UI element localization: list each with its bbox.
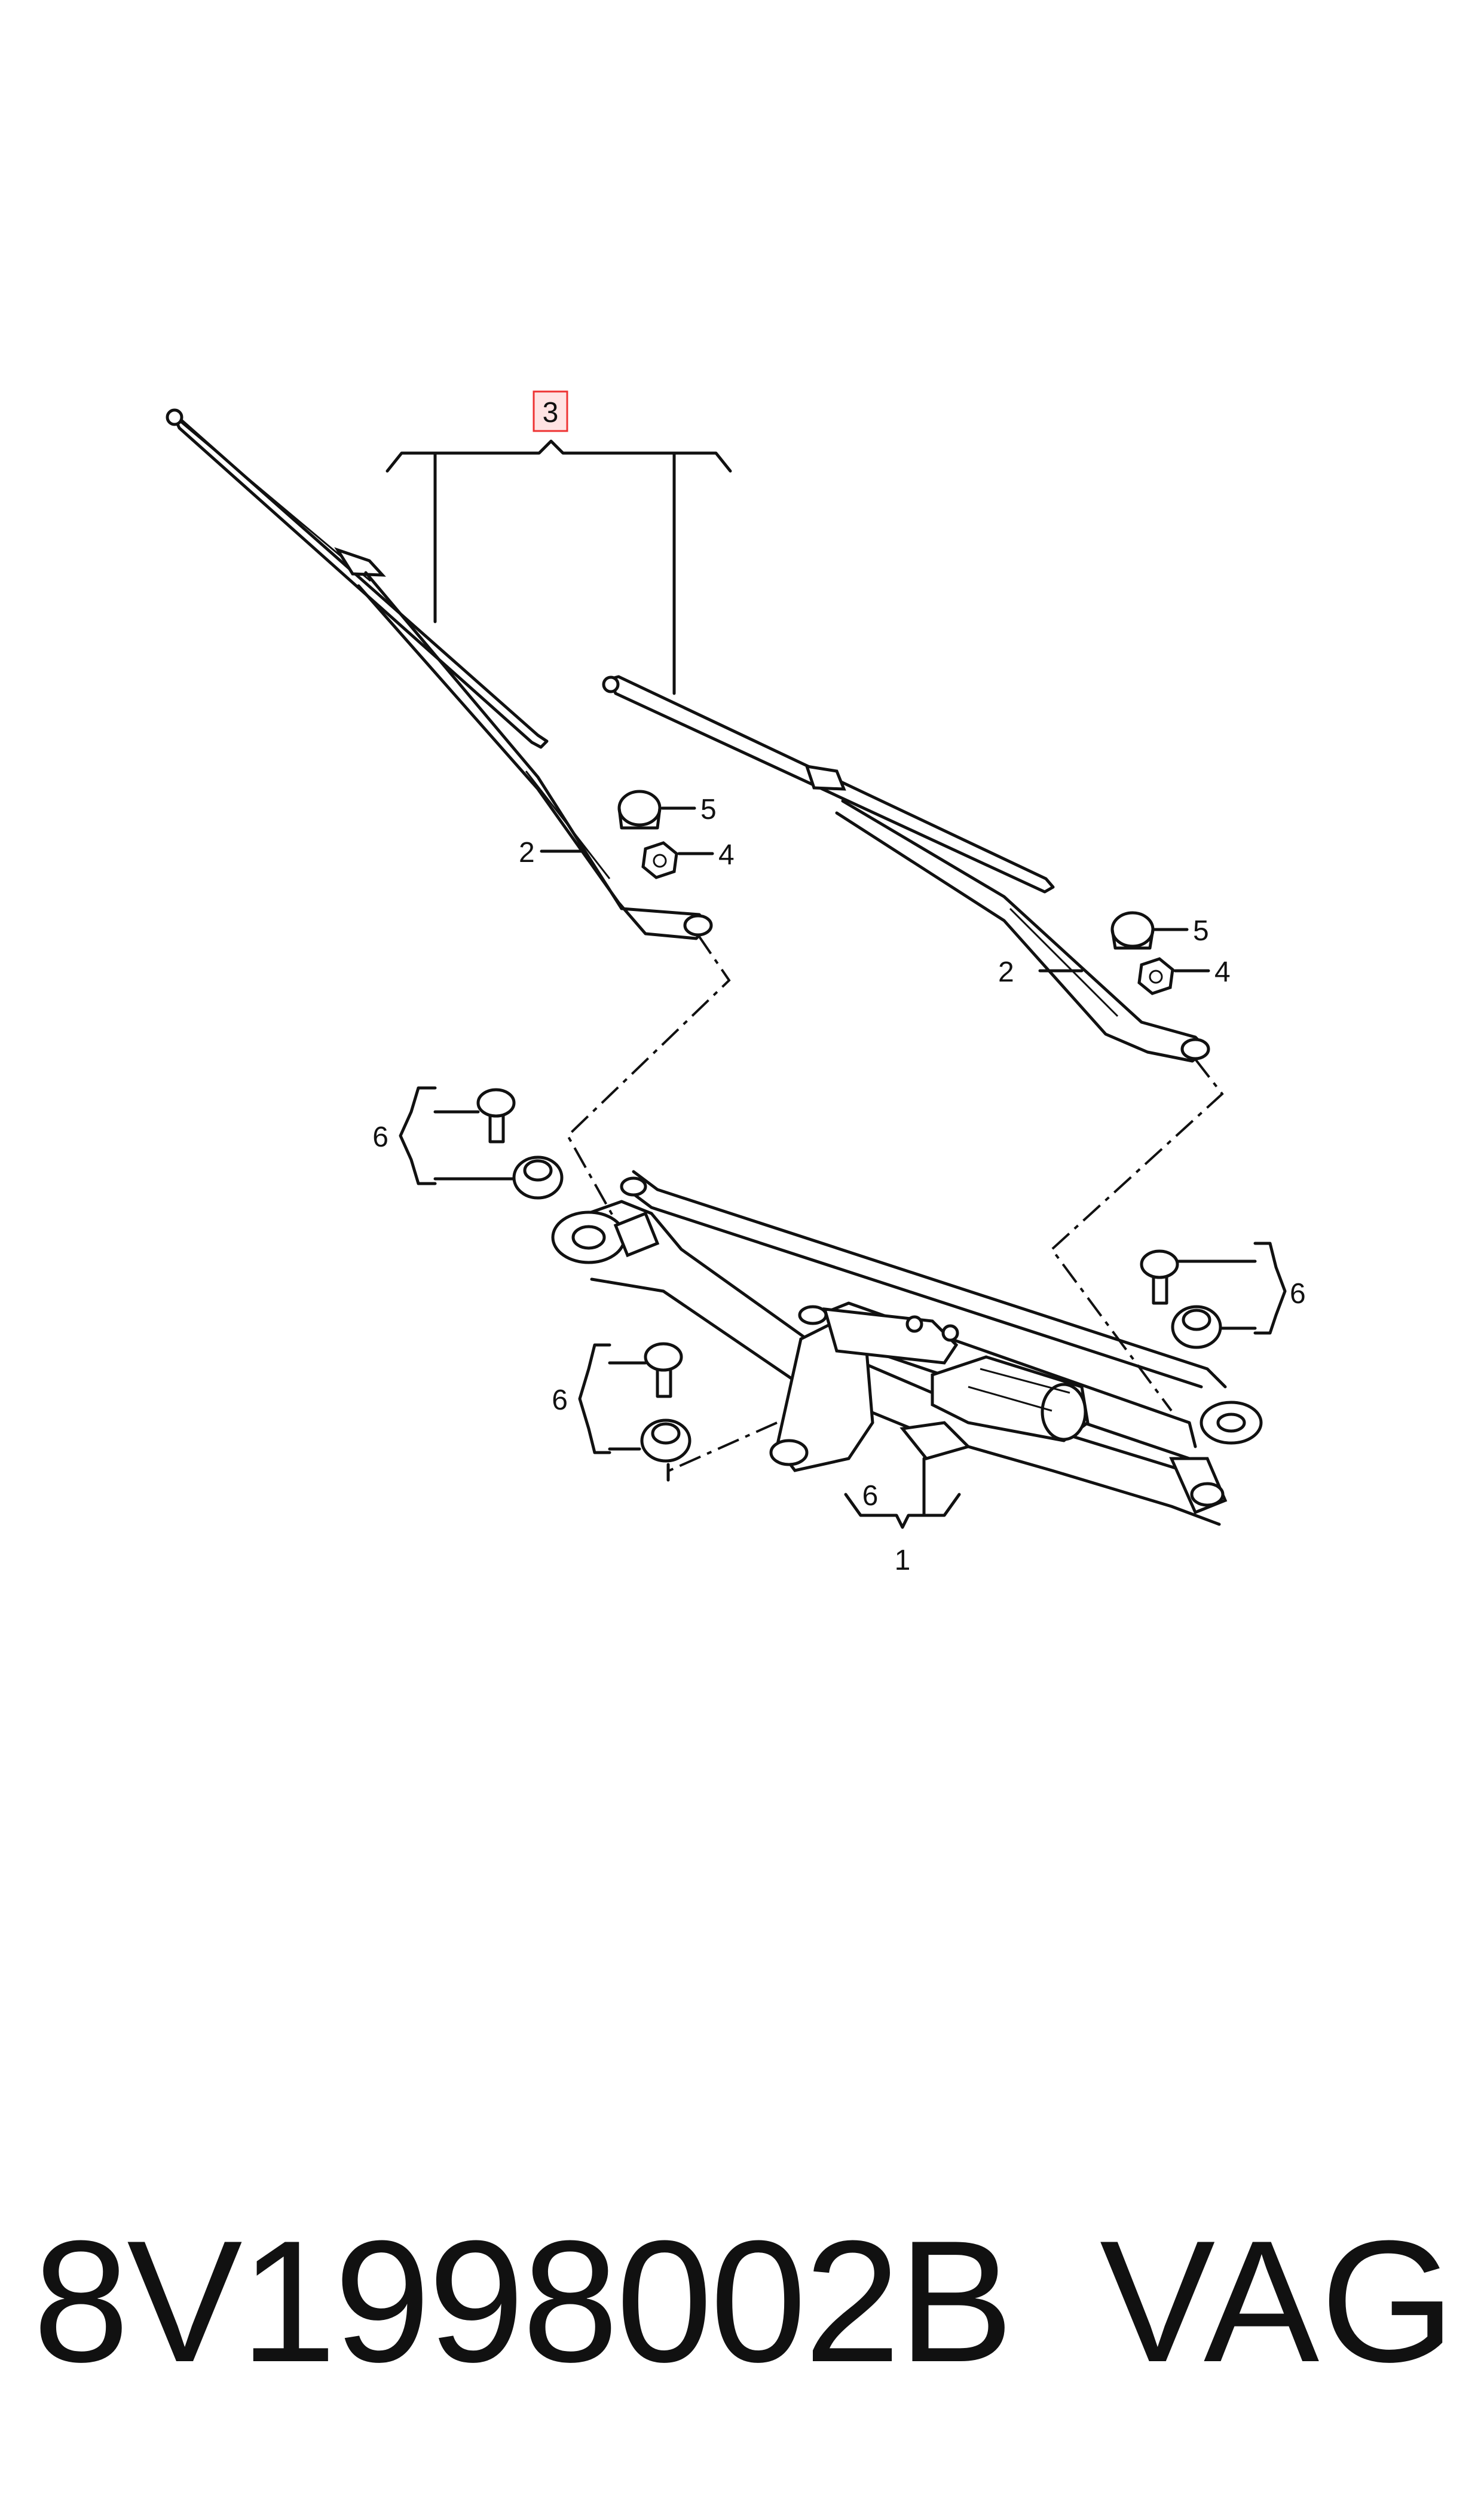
left-nut <box>641 841 678 879</box>
callout-3-label: 3 <box>543 397 559 429</box>
linkage-tube-bottom <box>590 1277 1221 1526</box>
callout-1: 1 <box>895 1545 911 1576</box>
left-wiper-arm <box>166 408 713 940</box>
callout-6-bottom: 6 <box>862 1480 879 1512</box>
mount-set-right: 6 <box>1140 1242 1306 1349</box>
wiper-linkage-motor: 1 6 <box>551 1170 1263 1576</box>
connecting-rod-upper <box>632 1170 1227 1389</box>
callout-6-left-lower: 6 <box>552 1384 568 1416</box>
motor-end-cap <box>1041 1383 1087 1441</box>
callout-2-right: 2 <box>998 956 1014 988</box>
callout-6-left-upper: 6 <box>372 1121 388 1153</box>
callout-2-left: 2 <box>519 837 535 869</box>
left-arm-pivot-hole <box>683 914 713 937</box>
left-cap <box>617 790 662 827</box>
callout-6-right: 6 <box>1290 1278 1306 1310</box>
callout-3-bracket <box>385 439 732 473</box>
part-number: 8V1998002B <box>33 2205 1014 2398</box>
right-cap-nut-group: 5 4 2 <box>998 911 1231 995</box>
callout-4-right: 4 <box>1214 956 1231 988</box>
right-wiper-blade <box>608 675 1055 894</box>
left-cap-nut-group: 5 4 2 <box>519 790 735 879</box>
screw-head <box>1140 1249 1179 1279</box>
screw-head <box>476 1088 516 1118</box>
left-wiper-blade <box>172 413 549 749</box>
callout-4-left: 4 <box>718 839 735 871</box>
right-cap <box>1110 911 1155 948</box>
right-wiper-arm <box>602 675 1210 1063</box>
brand-name: VAG <box>1100 2205 1457 2398</box>
motor-connector <box>899 1421 971 1460</box>
assembly-guide-lines <box>566 934 1224 1472</box>
right-blade-connector <box>804 764 846 791</box>
left-blade-connector <box>334 547 386 577</box>
crank-joint <box>798 1305 828 1325</box>
footer-banner: 8V1998002B VAG <box>0 2212 1484 2391</box>
callout-3-highlight <box>533 390 568 432</box>
left-arm-body <box>357 571 710 940</box>
left-spindle <box>613 1211 660 1258</box>
right-nut <box>1137 957 1174 995</box>
mount-set-left-lower: 6 <box>552 1342 691 1482</box>
callout-5-left: 5 <box>700 794 717 826</box>
mount-set-left-upper: 6 <box>372 1086 564 1200</box>
screw-head <box>644 1342 683 1372</box>
callout-5-right: 5 <box>1193 915 1209 947</box>
right-arm-pivot-hole <box>1180 1038 1210 1060</box>
callout-3-group: 3 <box>385 390 732 695</box>
